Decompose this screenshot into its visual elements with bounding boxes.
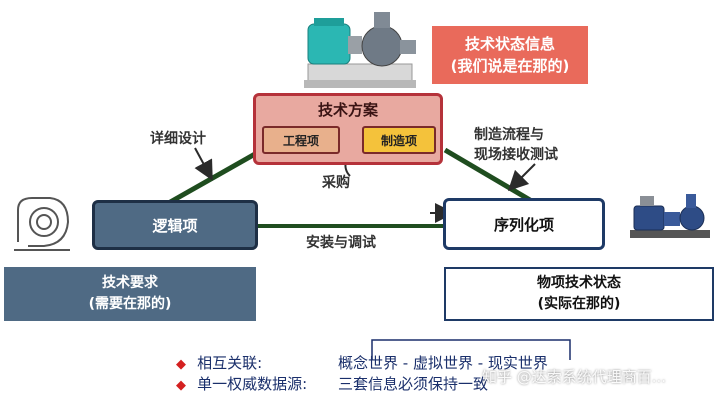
install-debug-label: 安装与调试	[306, 235, 376, 251]
logic-item-box: 逻辑项	[92, 200, 258, 250]
line-plan-to-serial	[443, 147, 532, 203]
manufacturing-process-line1: 制造流程与	[474, 127, 544, 143]
legend-row-2-value: 三套信息必须保持一致	[338, 375, 489, 393]
line-logic-to-plan	[163, 147, 264, 208]
procurement-label: 采购	[322, 175, 350, 191]
watermark-text: 知乎 @达索系统代理商百...	[482, 368, 667, 386]
tech-plan-title: 技术方案	[317, 101, 378, 119]
manufacturing-process-line2: 现场接收测试	[474, 147, 558, 163]
tech-requirement-box: 技术要求 (需要在那的)	[4, 267, 256, 321]
engineering-item-box: 工程项	[262, 126, 340, 154]
manufacturing-process-label: 制造流程与 现场接收测试	[474, 125, 558, 165]
tech-state-info-title: 技术状态信息	[464, 35, 555, 53]
tech-plan-box: 技术方案 工程项 制造项	[253, 93, 443, 165]
logic-item-label: 逻辑项	[152, 216, 198, 235]
item-tech-state-subtitle: (实际在那的)	[537, 296, 621, 312]
tech-state-info-subtitle: (我们说是在那的)	[450, 57, 570, 75]
legend-row-2: ◆ 单一权威数据源:	[176, 373, 307, 394]
arrow-detailed-design	[194, 147, 213, 181]
legend-bracket	[371, 339, 571, 360]
serial-item-label: 序列化项	[493, 215, 554, 234]
tech-requirement-title: 技术要求	[102, 275, 158, 291]
pump-skid-image	[630, 194, 710, 238]
detailed-design-label: 详细设计	[150, 131, 206, 147]
centrifugal-fan-outline-icon	[14, 197, 70, 251]
manufacturing-item-box: 制造项	[362, 126, 436, 154]
item-tech-state-title: 物项技术状态	[537, 275, 621, 291]
tech-requirement-subtitle: (需要在那的)	[88, 296, 172, 312]
engineering-item-label: 工程项	[282, 133, 319, 148]
industrial-pump-image	[304, 12, 416, 88]
legend-row-1-key: 相互关联:	[197, 354, 263, 372]
diamond-bullet-icon: ◆	[176, 357, 186, 372]
tech-state-info-box: 技术状态信息 (我们说是在那的)	[432, 26, 588, 84]
legend-row-1: ◆ 相互关联:	[176, 352, 262, 373]
diamond-bullet-icon: ◆	[176, 378, 186, 393]
legend-row-2-key: 单一权威数据源:	[197, 375, 308, 393]
serial-item-box: 序列化项	[443, 198, 605, 250]
legend-row-1-value: 概念世界 - 虚拟世界 - 现实世界	[338, 354, 548, 372]
manufacturing-item-label: 制造项	[380, 133, 417, 148]
arrow-manufacturing	[507, 163, 536, 192]
item-tech-state-box: 物项技术状态 (实际在那的)	[444, 267, 714, 321]
